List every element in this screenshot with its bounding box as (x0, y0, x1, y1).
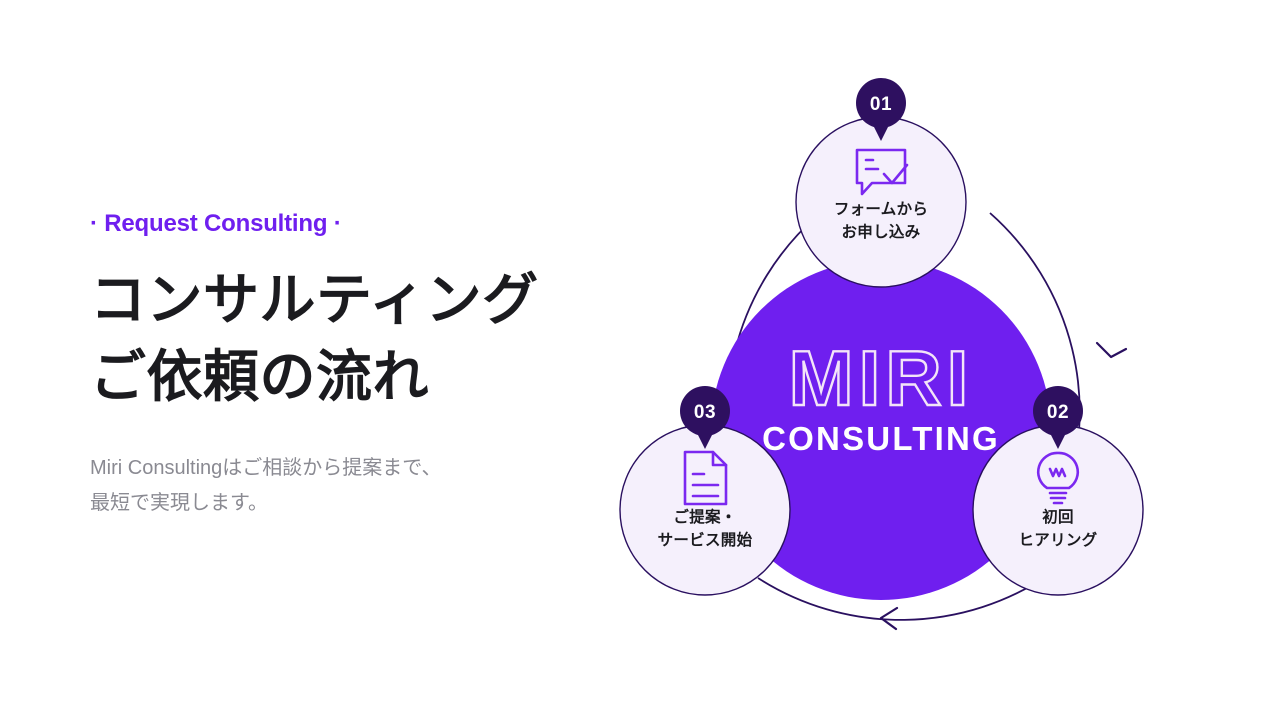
eyebrow-label: · Request Consulting · (90, 210, 342, 237)
subcopy: Miri Consultingはご相談から提案まで、 最短で実現します。 (90, 451, 570, 520)
step-03-number: 03 (694, 402, 716, 423)
lightbulb-icon (1036, 451, 1080, 505)
step-01-badge: 01 (856, 78, 906, 141)
chat-bubble-check-icon (855, 148, 909, 196)
cycle-arrows (879, 341, 1128, 631)
step-03-label-line-2: サービス開始 (658, 530, 753, 549)
step-03-badge: 03 (680, 386, 730, 449)
page-title: コンサルティング ご依頼の流れ (90, 261, 570, 416)
step-node-01[interactable]: フォームから お申し込み 01 (795, 78, 967, 288)
step-02-badge: 02 (1033, 386, 1083, 449)
step-node-03[interactable]: ご提案・ サービス開始 03 (619, 386, 791, 596)
arrow-bottom-icon (879, 606, 899, 631)
brand-hub: MIRI CONSULTING (711, 260, 1051, 600)
copy-block: · Request Consulting · コンサルティング ご依頼の流れ M… (90, 210, 570, 520)
page-title-line-2: ご依頼の流れ (90, 345, 429, 409)
step-03-label-line-1: ご提案・ (673, 507, 736, 526)
hub-brand-secondary: CONSULTING (762, 420, 1000, 457)
step-02-label-line-1: 初回 (1042, 507, 1074, 526)
step-01-label-line-2: お申し込み (841, 222, 920, 241)
hub-circle (711, 260, 1051, 600)
document-icon (683, 450, 728, 506)
arrow-right-icon (1095, 341, 1128, 359)
step-02-number: 02 (1047, 402, 1069, 423)
subcopy-line-2: 最短で実現します。 (90, 491, 268, 514)
hub-brand-primary: MIRI (789, 334, 974, 422)
step-node-02[interactable]: 初回 ヒアリング 02 (972, 386, 1144, 596)
page-title-line-1: コンサルティング (90, 267, 539, 331)
subcopy-line-1: Miri Consultingはご相談から提案まで、 (90, 457, 442, 480)
step-01-label-line-1: フォームから (834, 200, 928, 218)
step-02-label-line-2: ヒアリング (1018, 530, 1097, 549)
step-01-number: 01 (870, 94, 892, 115)
process-cycle-diagram: MIRI CONSULTING フォームから お申し込み 0 (600, 55, 1200, 665)
